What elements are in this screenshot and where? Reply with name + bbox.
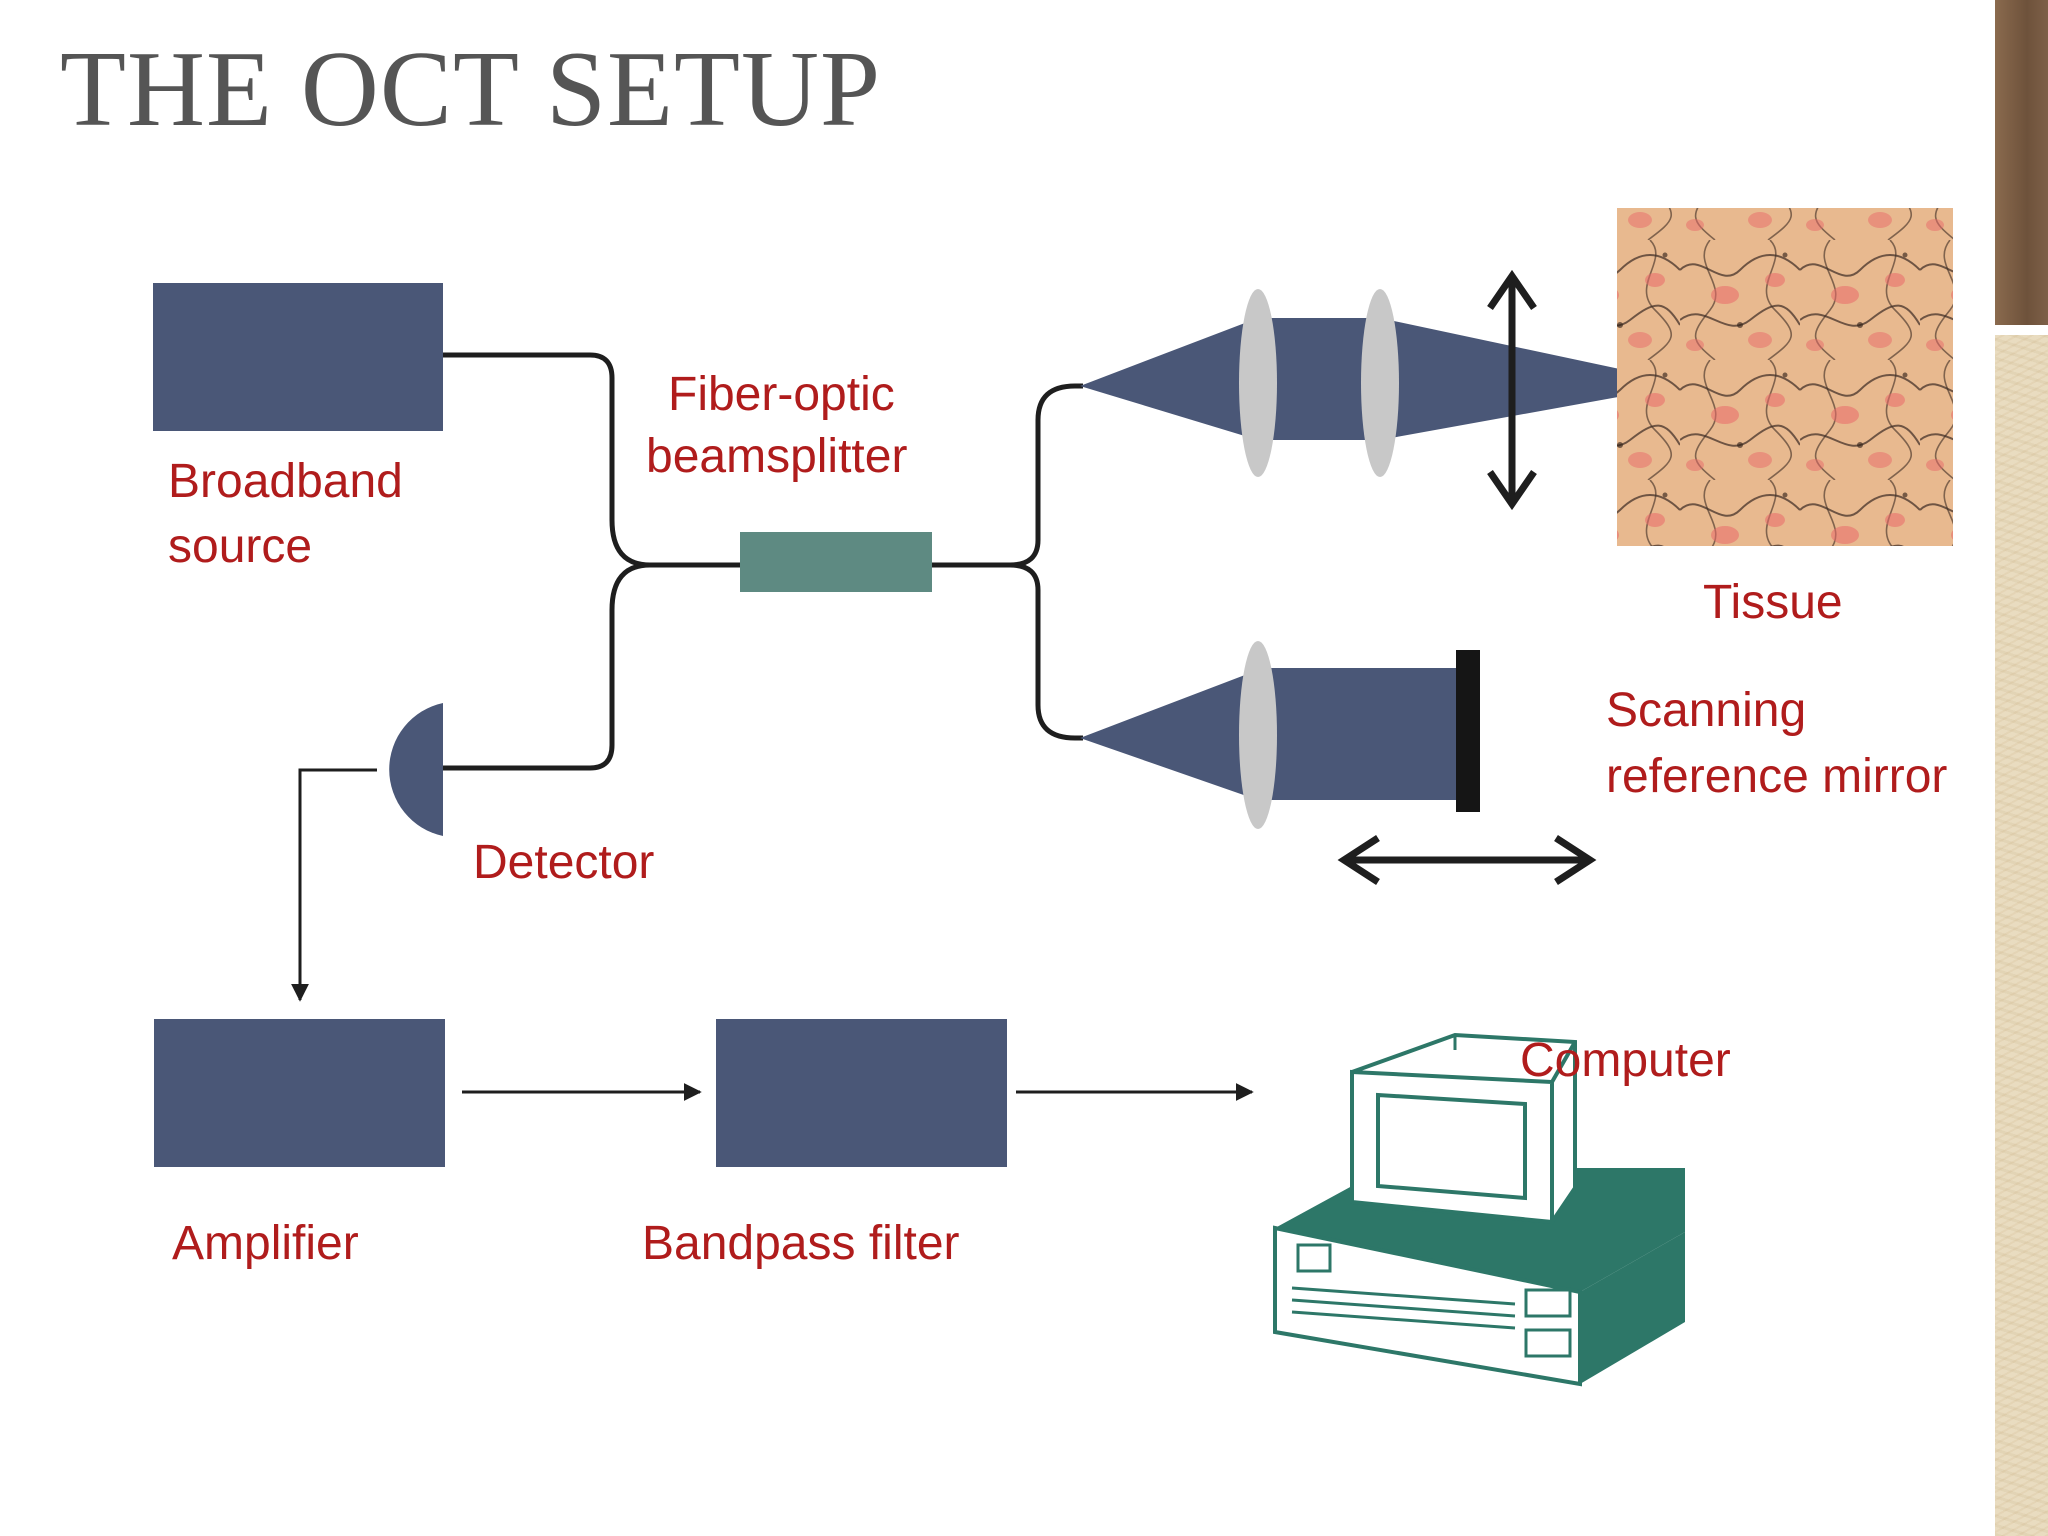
bandpass-filter-block	[716, 1019, 1007, 1167]
reference-arm-fiber	[1009, 562, 1083, 741]
slide-title: THE OCT SETUP	[60, 30, 882, 149]
detector-shape	[389, 703, 443, 836]
reference-beam-expand	[1080, 670, 1258, 800]
broadband-source-label-line2: source	[168, 520, 312, 573]
sample-lens-1	[1239, 289, 1277, 477]
oct-setup-diagram: Broadband source Fiber-optic beamsplitte…	[153, 208, 1953, 1387]
bandpass-filter-label: Bandpass filter	[642, 1217, 960, 1270]
beamsplitter-label-line1: Fiber-optic	[668, 368, 895, 421]
detector-signal-line	[291, 768, 377, 1002]
detector-fiber	[443, 562, 651, 771]
beamsplitter-label-line2: beamsplitter	[646, 430, 907, 483]
broadband-source-block	[153, 283, 443, 431]
lateral-scan-arrow-head-top	[1487, 269, 1537, 310]
tissue-label: Tissue	[1703, 576, 1843, 629]
mirror-scan-arrow-head-right	[1554, 835, 1597, 885]
amplifier-block	[154, 1019, 445, 1167]
source-fiber	[443, 352, 740, 568]
sample-beam-collimated	[1258, 318, 1380, 440]
decorative-right-strip	[1995, 0, 2048, 1536]
beamsplitter-block	[740, 532, 932, 592]
mirror-label-line2: reference mirror	[1606, 750, 1947, 803]
reference-beam-collimated	[1258, 668, 1458, 800]
computer-icon	[1273, 1032, 1685, 1387]
lateral-scan-arrow-head-bottom	[1487, 470, 1537, 511]
sample-arm-fiber	[932, 383, 1083, 568]
reference-lens	[1239, 641, 1277, 829]
sample-beam-focus	[1380, 318, 1690, 440]
tissue-image	[1617, 208, 1953, 546]
mirror-scan-arrow-head-left	[1337, 835, 1380, 885]
broadband-source-label-line1: Broadband	[168, 455, 403, 508]
sample-lens-2	[1361, 289, 1399, 477]
sample-beam-expand	[1080, 318, 1258, 440]
decorative-parchment-band	[1995, 335, 2048, 1536]
amplifier-label: Amplifier	[172, 1217, 359, 1270]
reference-mirror	[1456, 650, 1480, 812]
mirror-label-line1: Scanning	[1606, 684, 1806, 737]
decorative-wood-band	[1995, 0, 2048, 325]
detector-label: Detector	[473, 836, 654, 889]
computer-label: Computer	[1520, 1034, 1731, 1087]
